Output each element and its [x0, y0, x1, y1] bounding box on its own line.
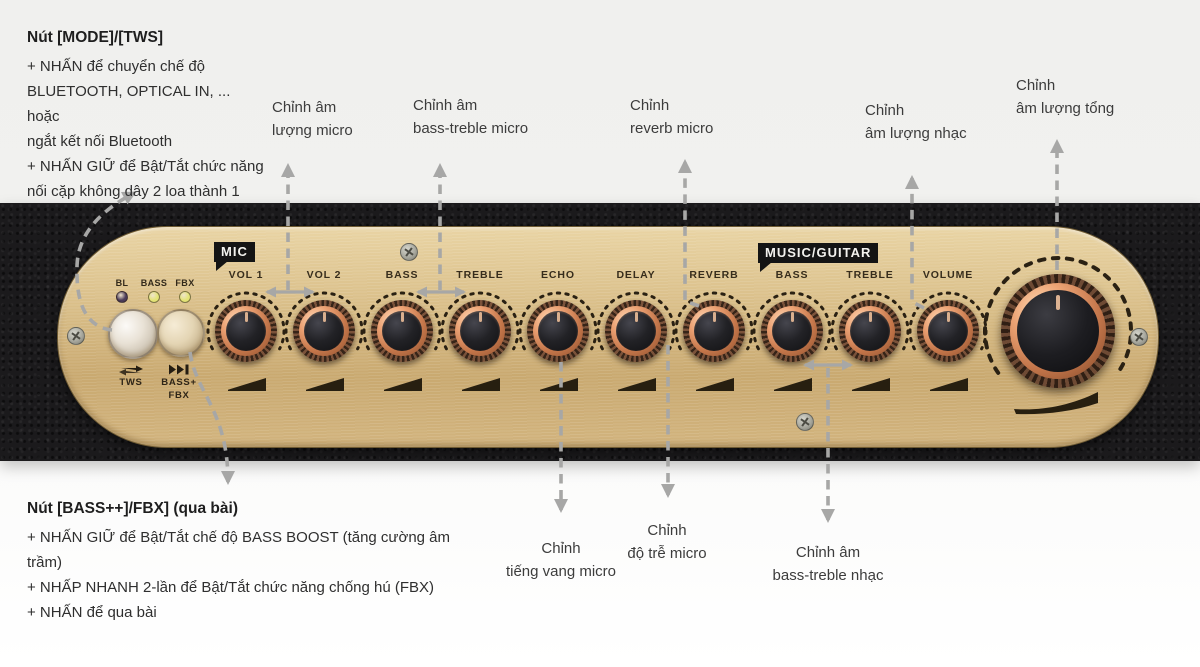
mic-vol2-tick-arc: [284, 291, 364, 351]
callout-music-bass-treble: Chỉnh âm bass-treble nhạc: [772, 544, 884, 584]
mic-vol2-knob-unit: VOL 2: [269, 241, 379, 401]
callout-mic-bass-treble: Chỉnh âm bass-treble micro: [413, 97, 529, 137]
callout-mic-delay: Chỉnh độ trễ micro: [627, 522, 707, 562]
mic-reverb-knob-label: REVERB: [689, 269, 739, 281]
callout-mic-volume: Chỉnh âm lượng micro: [272, 99, 353, 139]
tws-button-label: TWS: [119, 377, 143, 388]
ramp-icon: [618, 378, 656, 391]
bass-led-light: [148, 291, 160, 303]
bass-led: BASS: [129, 278, 179, 303]
mic-treble-tick-arc: [440, 291, 520, 351]
music-treble-knob-label: TREBLE: [846, 269, 894, 281]
note-bass-fbx-title: Nút [BASS++]/FBX] (qua bài): [27, 500, 238, 517]
music-bass-tick-arc: [752, 291, 832, 351]
music-section-badge: MUSIC/GUITAR: [758, 243, 879, 272]
screw: [796, 413, 814, 431]
mic-treble-knob-pointer: [478, 312, 482, 322]
mic-treble-knob-label: TREBLE: [456, 269, 504, 281]
mic-treble-knob-unit: TREBLE: [425, 241, 535, 401]
callout-mic-echo: Chỉnh tiếng vang micro: [505, 540, 617, 580]
mic-vol1-tick-arc: [206, 291, 286, 351]
mic-delay-knob-label: DELAY: [616, 269, 656, 281]
callout-mic-reverb: Chỉnh reverb micro: [630, 97, 714, 137]
screw: [67, 327, 85, 345]
mode-tws-button[interactable]: [108, 309, 158, 359]
music-bass-knob-unit: BASS: [737, 241, 847, 401]
bass-fbx-button-label: BASS+ FBX: [161, 377, 197, 401]
mic-section-badge: MIC: [214, 242, 255, 271]
note-bass-fbx-body: + NHẤN GIỮ để Bật/Tắt chế độ BASS BOOST …: [27, 529, 451, 621]
ramp-icon: [696, 378, 734, 391]
music-volume-tick-arc: [908, 291, 988, 351]
mic-vol1-knob-label: VOL 1: [228, 269, 264, 281]
music-volume-knob-pointer: [946, 312, 950, 322]
master-volume-ramp-icon: [1014, 392, 1098, 415]
bass-fbx-button[interactable]: [157, 309, 205, 357]
music-volume-knob-unit: VOLUME: [893, 241, 1003, 401]
ramp-icon: [228, 378, 266, 391]
ramp-icon: [774, 378, 812, 391]
master-knob-pointer: [1056, 295, 1060, 310]
mic-bass-knob-unit: BASS: [347, 241, 457, 401]
mic-delay-knob-pointer: [634, 312, 638, 322]
screw: [400, 243, 418, 261]
fbx-led-label: FBX: [175, 278, 195, 288]
ramp-icon: [462, 378, 500, 391]
mic-vol2-knob-label: VOL 2: [306, 269, 342, 281]
bl-led-light: [116, 291, 128, 303]
callout-master-volume: Chỉnh âm lượng tổng: [1016, 77, 1115, 117]
fbx-led: FBX: [160, 278, 210, 303]
ramp-icon: [930, 378, 968, 391]
mic-delay-tick-arc: [596, 291, 676, 351]
music-section-label: MUSIC/GUITAR: [765, 245, 872, 260]
mic-bass-knob-pointer: [400, 312, 404, 322]
tws-pair-icon: [119, 365, 143, 376]
screw: [1130, 328, 1148, 346]
mic-echo-knob-label: ECHO: [541, 269, 575, 281]
music-bass-knob-pointer: [790, 312, 794, 322]
callout-music-volume: Chỉnh âm lượng nhạc: [865, 102, 967, 142]
mic-echo-tick-arc: [518, 291, 598, 351]
note-mode-tws: Nút [MODE]/[TWS] + NHẤN để chuyển chế độ…: [27, 29, 267, 204]
mic-bass-knob-label: BASS: [385, 269, 419, 281]
mic-reverb-tick-arc: [674, 291, 754, 351]
music-bass-knob-label: BASS: [775, 269, 809, 281]
master-volume-knob-unit: [978, 251, 1138, 431]
mic-section-label: MIC: [221, 244, 248, 259]
mic-bass-tick-arc: [362, 291, 442, 351]
note-mode-tws-body: + NHẤN để chuyển chế độ BLUETOOTH, OPTIC…: [27, 58, 264, 200]
mic-reverb-knob-pointer: [712, 312, 716, 322]
music-treble-knob-pointer: [868, 312, 872, 322]
ramp-icon: [306, 378, 344, 391]
mic-vol1-knob-unit: VOL 1: [191, 241, 301, 401]
next-track-icon: [169, 364, 189, 375]
ramp-icon: [852, 378, 890, 391]
mic-reverb-knob-unit: REVERB: [659, 241, 769, 401]
fbx-led-light: [179, 291, 191, 303]
mic-delay-knob-unit: DELAY: [581, 241, 691, 401]
ramp-icon: [384, 378, 422, 391]
note-bass-fbx: Nút [BASS++]/FBX] (qua bài) + NHẤN GIỮ đ…: [27, 500, 477, 625]
ramp-icon: [540, 378, 578, 391]
bass-led-label: BASS: [140, 278, 168, 288]
mic-vol2-knob-pointer: [322, 312, 326, 322]
music-treble-tick-arc: [830, 291, 910, 351]
music-volume-knob-label: VOLUME: [922, 269, 974, 281]
mic-vol1-knob-pointer: [244, 312, 248, 322]
mic-echo-knob-pointer: [556, 312, 560, 322]
mic-echo-knob-unit: ECHO: [503, 241, 613, 401]
music-treble-knob-unit: TREBLE: [815, 241, 925, 401]
note-mode-tws-title: Nút [MODE]/[TWS]: [27, 29, 164, 46]
